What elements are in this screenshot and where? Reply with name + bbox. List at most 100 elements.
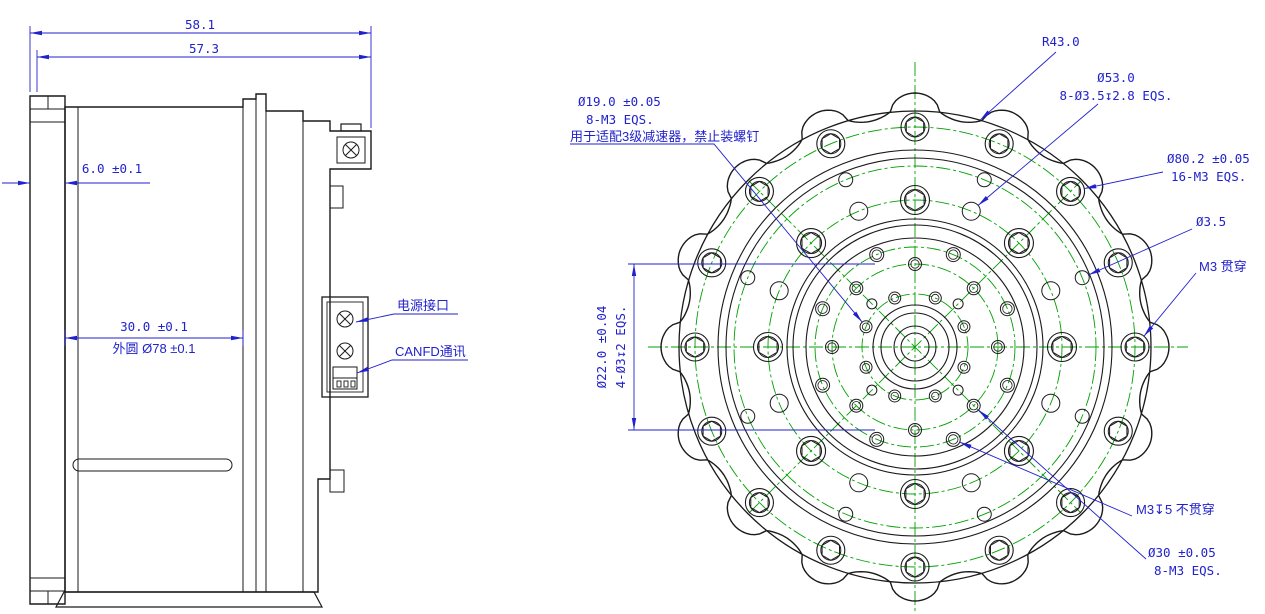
bolt-hole: [957, 320, 971, 334]
bolt-hole: [957, 360, 971, 374]
power-terminal-symbol-x: [338, 312, 352, 326]
side-view: [2, 26, 468, 608]
hex-socket: [801, 232, 821, 255]
hex-screw: [816, 129, 846, 159]
top-screw-symbol-x: [344, 143, 358, 157]
leader-power-port: [355, 313, 458, 323]
leader-m3-blind: [959, 441, 1133, 517]
leader-canfd-port: [356, 359, 468, 374]
bolt-hole-thread: [827, 342, 837, 352]
dim-d22-holes: 4-Ø3↧2 EQS.: [613, 306, 628, 389]
bolt-hole: [849, 473, 869, 493]
dim-flange-thickness: 6.0 ±0.1: [82, 161, 142, 176]
side-tab: [329, 185, 344, 209]
top-plug-cap: [340, 123, 362, 132]
bolt-pitch-circle: [814, 246, 1016, 448]
note-m3-through: M3 贯穿: [1199, 259, 1247, 274]
dim-d53-holes: 8-Ø3.5↧2.8 EQS.: [1060, 88, 1173, 103]
dim-d80-holes: 16-M3 EQS.: [1171, 169, 1246, 184]
hex-socket: [750, 180, 769, 202]
hex-screw: [796, 435, 827, 466]
hex-screw: [900, 552, 930, 582]
bolt-hole-thread: [959, 363, 969, 372]
bolt-hole-thread: [1002, 303, 1013, 314]
label-power-port: 电源接口: [397, 298, 449, 313]
bolt-hole: [966, 398, 981, 413]
bolt-hole-thread: [817, 303, 828, 314]
bolt-hole-thread: [959, 322, 969, 331]
hex-screw: [744, 176, 774, 206]
dim-outer-diameter: 外圆 Ø78 ±0.1: [112, 341, 195, 356]
dim-depth: 30.0 ±0.1: [120, 319, 188, 334]
label-canfd-port: CANFD通讯: [395, 344, 466, 359]
housing-circle: [678, 110, 1152, 584]
dim-d30: Ø30 ±0.05: [1148, 545, 1216, 560]
dim-d80: Ø80.2 ±0.05: [1167, 151, 1250, 166]
leader-r43: [979, 51, 1057, 121]
hex-screw: [1046, 331, 1078, 363]
bolt-hole: [740, 408, 756, 424]
hex-socket: [905, 482, 925, 506]
power-terminal-symbol: [336, 342, 354, 360]
hex-screw: [1056, 488, 1086, 518]
hex-socket: [905, 188, 925, 212]
top-plug-inner: [336, 136, 366, 164]
hex-socket: [905, 556, 925, 578]
dim-d22: Ø22.0 ±0.04: [594, 306, 609, 389]
hex-screw: [899, 478, 931, 510]
hex-socket: [990, 539, 1009, 561]
dimension-annotations: 58.1 57.3 6.0 ±0.1 30.0 ±0.1 外圆 Ø78 ±0.1…: [82, 17, 1250, 578]
bolt-hole-thread: [890, 293, 899, 303]
power-terminal-symbol-x: [338, 344, 352, 358]
hex-socket: [1052, 335, 1072, 359]
housing-circle: [792, 224, 1038, 470]
hex-screw: [1056, 176, 1086, 206]
bolt-pitch-circle: [861, 293, 969, 401]
hex-screw: [1120, 332, 1150, 362]
leader-m3-through: [1143, 272, 1197, 337]
hex-socket: [821, 133, 840, 155]
scalloped-flange-outline: [660, 92, 1170, 602]
hex-socket: [821, 539, 840, 561]
leader-d3-5: [1088, 228, 1193, 276]
dim-d19-holes: 8-M3 EQS.: [586, 112, 654, 127]
leader-d30: [978, 409, 1147, 560]
bolt-hole: [908, 257, 922, 271]
hex-socket: [758, 335, 778, 359]
hex-screw: [899, 184, 931, 216]
bolt-hole: [888, 389, 902, 403]
hex-socket: [750, 492, 769, 514]
hex-screw: [1103, 248, 1133, 278]
bolt-hole-thread: [931, 293, 940, 303]
connector-block: [321, 296, 369, 398]
hex-screw: [984, 535, 1014, 565]
bolt-hole: [999, 301, 1015, 317]
bolt-hole: [961, 201, 981, 221]
housing-circle: [900, 332, 930, 362]
bolt-hole-thread: [948, 434, 959, 445]
bolt-pitch-circle: [767, 199, 1063, 495]
bolt-hole: [859, 360, 873, 374]
bolt-hole: [838, 172, 854, 188]
bolt-hole: [740, 270, 756, 286]
bolt-hole: [961, 473, 981, 493]
housing-circle: [880, 312, 950, 382]
hex-socket: [685, 336, 705, 358]
hex-screw: [900, 112, 930, 142]
hex-socket: [702, 420, 721, 442]
bolt-hole: [952, 384, 964, 396]
hex-socket: [905, 116, 925, 138]
bolt-hole: [908, 423, 922, 437]
bolt-hole: [849, 281, 864, 296]
bolt-hole: [966, 281, 981, 296]
bolt-hole: [815, 377, 831, 393]
housing-circle: [872, 304, 958, 390]
power-terminal-symbol: [336, 310, 354, 328]
note-reducer: 用于适配3级减速器，禁止装螺钉: [570, 129, 759, 144]
canfd-pin: [350, 380, 356, 388]
bolt-hole: [869, 431, 885, 447]
canfd-pin: [343, 380, 349, 388]
bolt-hole: [838, 506, 854, 522]
housing-circle: [786, 218, 1044, 476]
